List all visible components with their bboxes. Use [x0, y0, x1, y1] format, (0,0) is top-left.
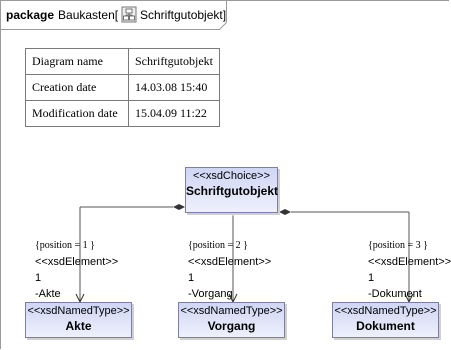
type-class-dokument[interactable]: <<xsdNamedType>> Dokument: [332, 302, 439, 338]
diagram-info-table: Diagram name Schriftgutobjekt Creation d…: [25, 48, 220, 127]
stereotype-label: <<xsdElement>>: [368, 256, 451, 268]
info-value: Schriftgutobjekt: [128, 48, 220, 75]
stereotype-label: <<xsdElement>>: [35, 256, 119, 268]
role-label: -Akte: [35, 288, 61, 300]
multiplicity-label: 1: [188, 272, 195, 284]
stereotype-label: <<xsdElement>>: [188, 256, 272, 268]
choice-class-schriftgutobjekt[interactable]: <<xsdChoice>> Schriftgutobjekt: [185, 167, 278, 213]
constraint-label: {position = 2 }: [188, 240, 248, 251]
class-name: Akte: [65, 319, 92, 333]
role-label: -Dokument: [368, 288, 422, 300]
class-stereotype: <<xsdNamedType>>: [27, 305, 130, 317]
composition-diamond-akte: [173, 204, 185, 210]
constraint-label: {position = 1 }: [35, 240, 95, 251]
table-row: Creation date 14.03.08 15:40: [25, 74, 220, 101]
constraint-label: {position = 3 }: [368, 240, 428, 251]
table-row: Modification date 15.04.09 11:22: [25, 100, 220, 127]
multiplicity-label: 1: [35, 272, 42, 284]
class-stereotype: <<xsdNamedType>>: [334, 305, 437, 317]
type-class-akte[interactable]: <<xsdNamedType>> Akte: [25, 302, 132, 338]
package-ref-name: Schriftgutobjekt]: [140, 8, 226, 22]
type-class-vorgang[interactable]: <<xsdNamedType>> Vorgang: [178, 302, 285, 338]
class-stereotype: <<xsdNamedType>>: [180, 305, 283, 317]
class-name: Vorgang: [207, 319, 256, 333]
info-key: Modification date: [25, 100, 129, 127]
multiplicity-label: 1: [368, 272, 375, 284]
class-name: Dokument: [356, 319, 415, 333]
composition-diamond-dokument: [279, 209, 291, 215]
role-label: -Vorgang: [188, 288, 233, 300]
info-value: 15.04.09 11:22: [128, 100, 220, 127]
info-value: 14.03.08 15:40: [128, 74, 220, 101]
class-name: Schriftgutobjekt: [186, 184, 278, 198]
diagram-icon: [121, 6, 137, 23]
class-stereotype: <<xsdChoice>>: [192, 170, 271, 182]
